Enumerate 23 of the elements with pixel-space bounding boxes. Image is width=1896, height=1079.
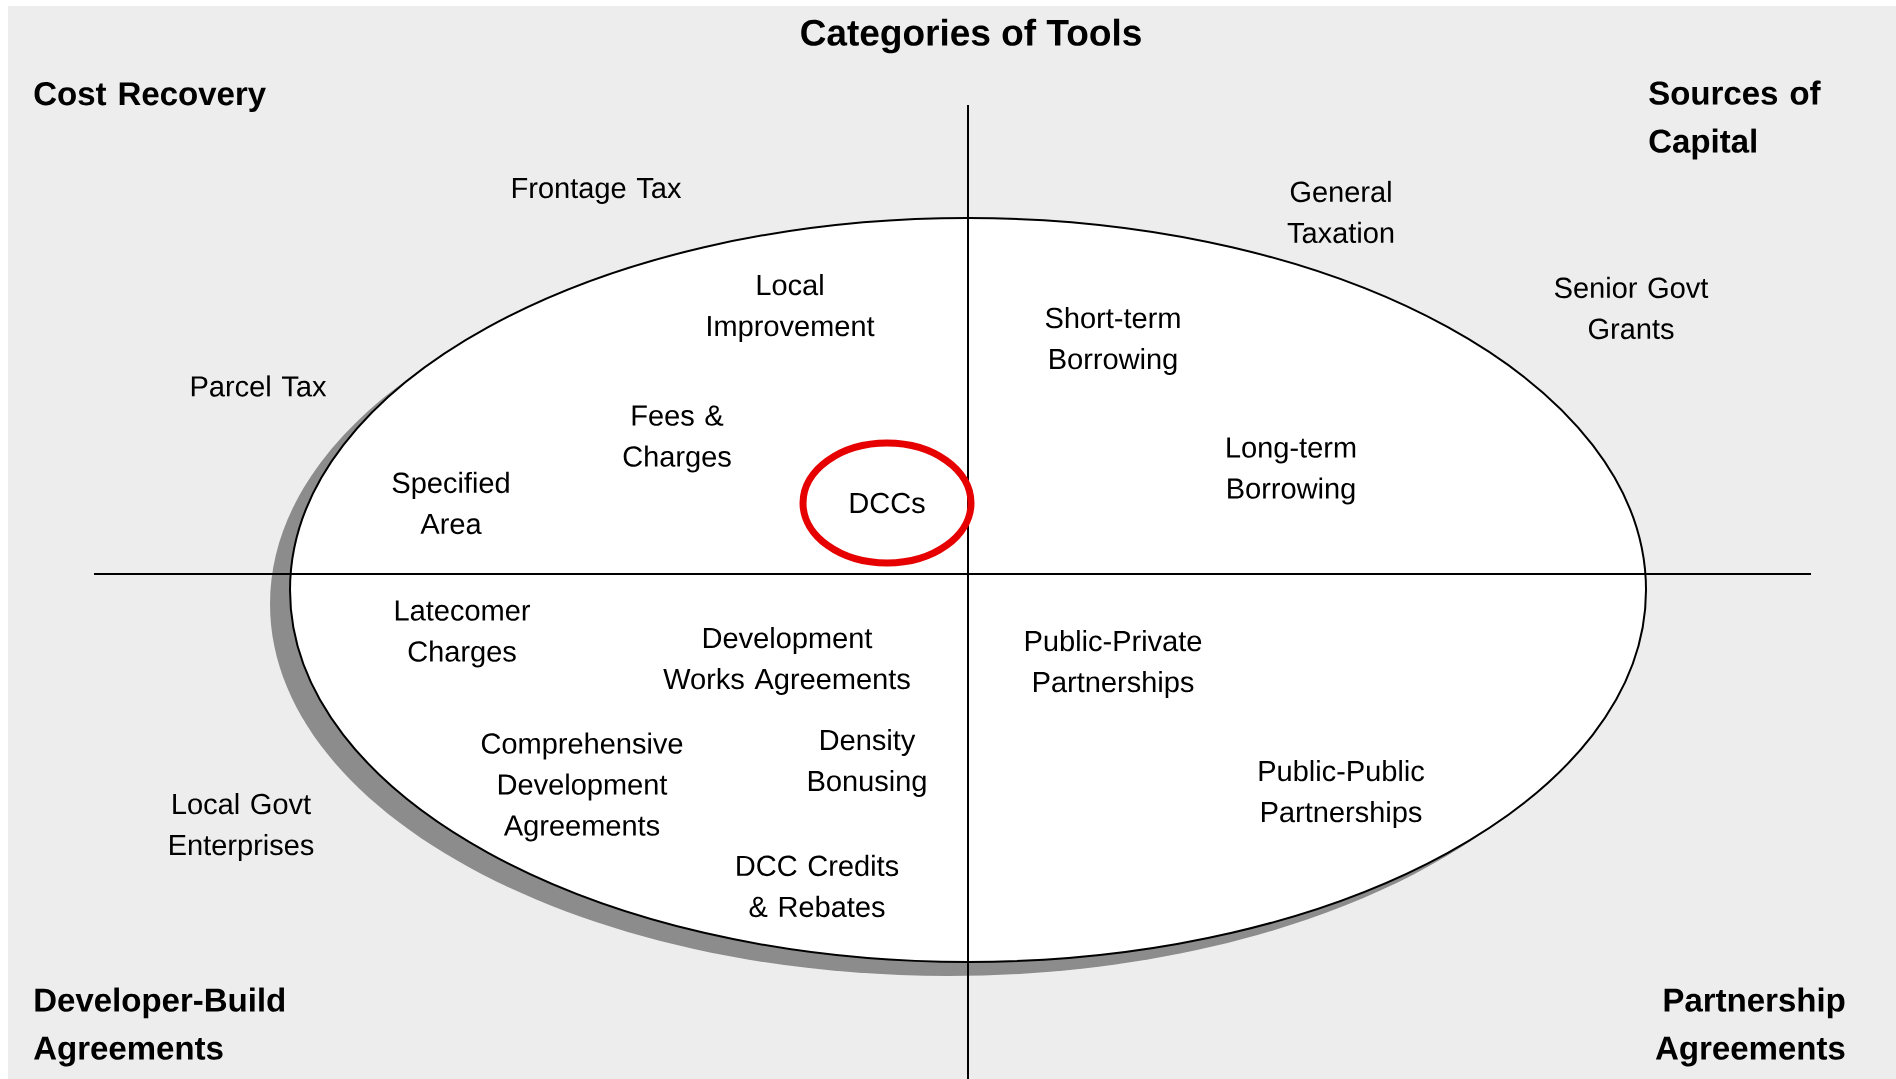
tool-label: Parcel Tax bbox=[191, 375, 327, 397]
tool-label: Short-term Borrowing bbox=[1045, 307, 1180, 375]
circled-label: DCCs bbox=[799, 439, 975, 567]
title: Categories of Tools bbox=[801, 18, 1141, 54]
quadrant-heading: Cost Recovery bbox=[34, 82, 266, 112]
tool-label: Development Works Agreements bbox=[663, 627, 910, 695]
tool-label: Public-Private Partnerships bbox=[1025, 630, 1202, 698]
quadrant-heading: Sources of Capital bbox=[1649, 80, 1821, 160]
tool-label: Senior Govt Grants bbox=[1554, 276, 1709, 340]
quadrant-heading: Partnership Agreements bbox=[1655, 987, 1845, 1067]
tool-label: Density Bonusing bbox=[808, 729, 926, 797]
tool-label: General Taxation bbox=[1287, 180, 1394, 244]
tool-label: Fees & Charges bbox=[623, 405, 731, 473]
quadrant-heading: Developer-Build Agreements bbox=[34, 987, 285, 1067]
tool-label: Local Govt Enterprises bbox=[170, 793, 314, 861]
tool-label: Long-term Borrowing bbox=[1227, 437, 1356, 505]
tool-label: Frontage Tax bbox=[512, 178, 682, 204]
tool-label: Comprehensive Development Agreements bbox=[481, 732, 683, 842]
tool-label: Local Improvement bbox=[708, 274, 875, 342]
tool-label: Public-Public Partnerships bbox=[1259, 760, 1424, 828]
tool-label: DCC Credits & Rebates bbox=[737, 854, 899, 918]
tool-label: Latecomer Charges bbox=[395, 600, 530, 668]
tool-label: Specified Area bbox=[392, 471, 509, 535]
